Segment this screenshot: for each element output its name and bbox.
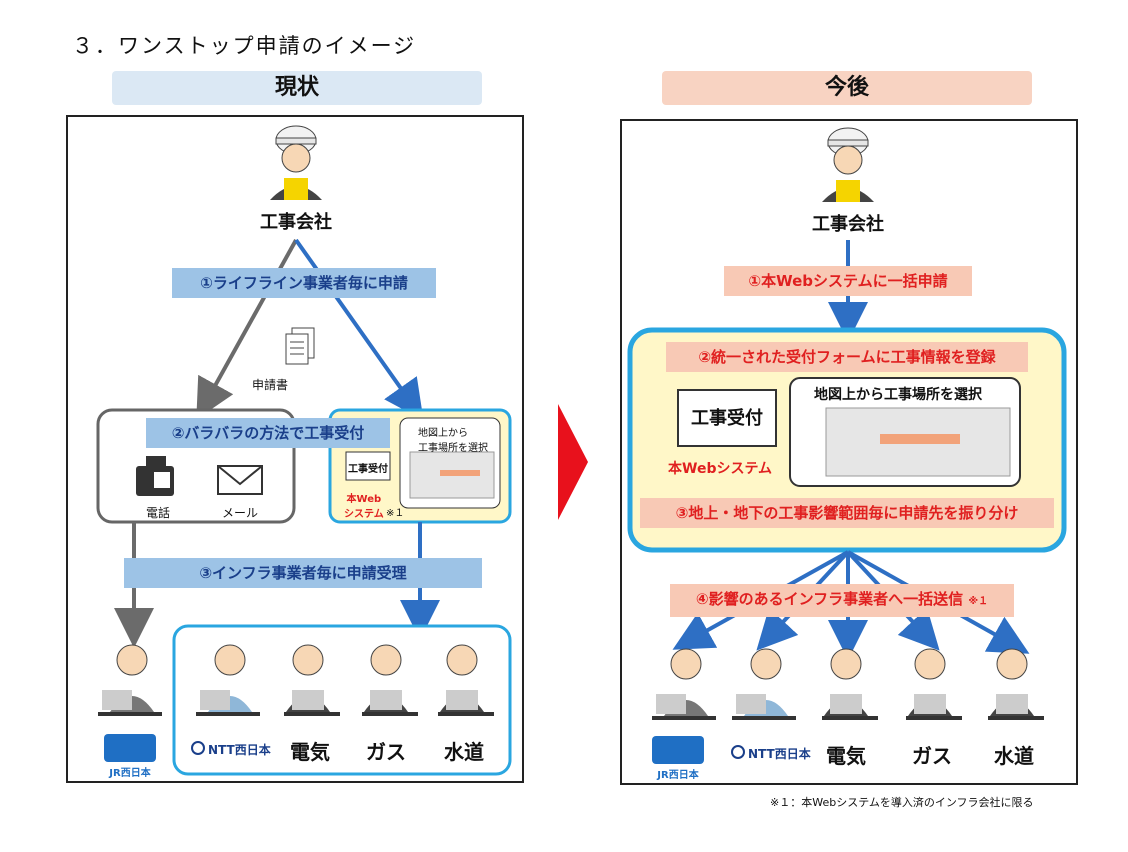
step2-left: ②バラバラの方法で工事受付 <box>146 418 390 448</box>
mail-label: メール <box>221 506 258 520</box>
infra-companies-box-left <box>172 624 512 776</box>
system-note-left: ※１ <box>386 508 405 519</box>
company-gas-right: ガス <box>912 744 952 768</box>
transition-arrow-icon <box>558 404 588 520</box>
jr-west-logo-right <box>652 736 704 764</box>
step3-right: ③地上・地下の工事影響範囲毎に申請先を振り分け <box>640 498 1054 528</box>
header-current: 現状 <box>112 71 482 105</box>
application-document-icon <box>285 327 315 365</box>
phone-label: 電話 <box>145 506 170 520</box>
construction-worker-icon-left <box>270 125 322 200</box>
doc-label: 申請書 <box>251 378 288 392</box>
map-text-right: 地図上から工事場所を選択 <box>814 387 982 403</box>
company-ntt-left: NTT西日本 <box>208 743 271 757</box>
step1-right: ①本Webシステムに一括申請 <box>724 266 972 296</box>
system-label-right: 本Webシステム <box>668 461 773 477</box>
mail-icon <box>217 465 263 495</box>
step3-left: ③インフラ事業者毎に申請受理 <box>124 558 482 588</box>
company-ntt-right: NTT西日本 <box>748 747 811 761</box>
screen-label-right: 工事受付 <box>691 408 763 429</box>
header-future: 今後 <box>662 71 1032 105</box>
system-label-left: 本Web システム <box>344 494 384 520</box>
footnote: ※１：本Webシステムを導入済のインフラ会社に限る <box>770 796 1034 809</box>
step4-right: ④影響のあるインフラ事業者へ一括送信 ※１ <box>670 584 1014 617</box>
company-electric-left: 電気 <box>290 740 330 764</box>
company-gas-left: ガス <box>366 740 406 764</box>
page-title: ３．ワンストップ申請のイメージ <box>72 34 417 58</box>
step1-left: ①ライフライン事業者毎に申請 <box>172 268 436 298</box>
jr-logo-text-right: JR西日本 <box>657 770 699 781</box>
step2-right: ②統一された受付フォームに工事情報を登録 <box>666 342 1028 372</box>
screen-label-left: 工事受付 <box>348 464 388 475</box>
company-label-right: 工事会社 <box>812 214 884 235</box>
step4-text: ④影響のあるインフラ事業者へ一括送信 <box>695 590 964 608</box>
construction-worker-icon-right <box>822 127 874 202</box>
company-electric-right: 電気 <box>826 744 866 768</box>
step4-note: ※１ <box>968 596 989 607</box>
staff-icons-left <box>98 644 494 716</box>
company-water-right: 水道 <box>994 744 1034 768</box>
jr-west-logo-left <box>104 734 156 762</box>
company-water-left: 水道 <box>444 740 484 764</box>
map-text-left: 地図上から 工事場所を選択 <box>418 428 488 454</box>
staff-icons-right <box>652 648 1044 720</box>
company-label-left: 工事会社 <box>260 212 332 233</box>
fax-phone-icon <box>136 456 174 496</box>
jr-logo-text-left: JR西日本 <box>109 768 151 779</box>
